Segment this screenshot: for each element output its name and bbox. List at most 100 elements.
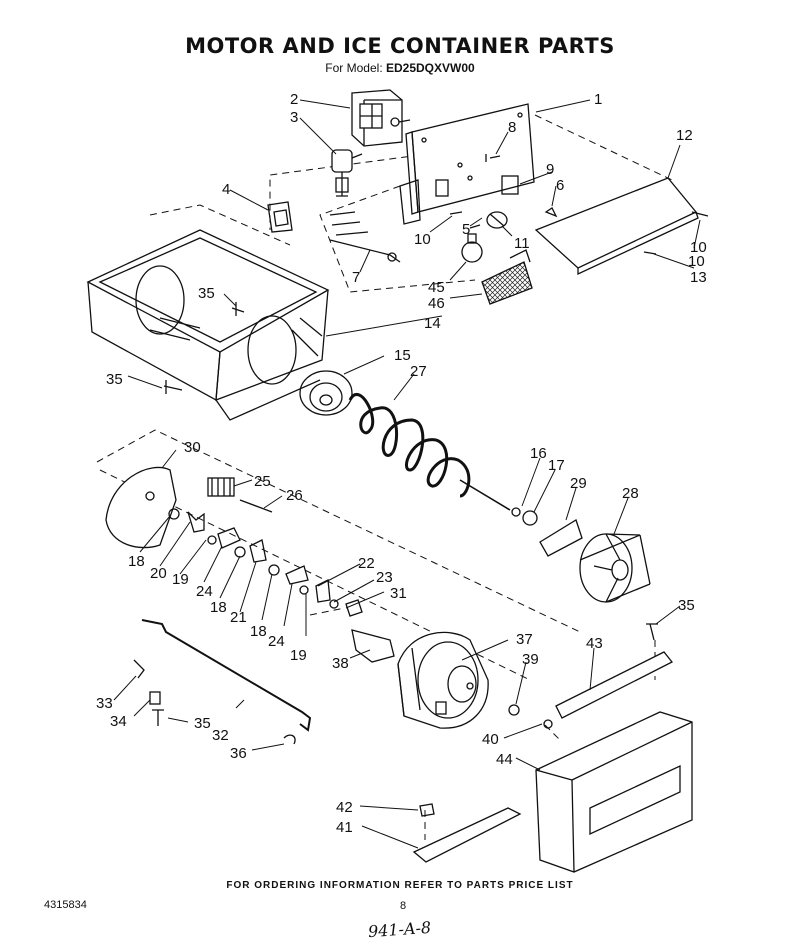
screw-35-left — [163, 380, 183, 394]
callout-label: 28 — [622, 485, 639, 502]
retainer-36 — [283, 734, 296, 745]
model-number: ED25DQXVW00 — [386, 61, 475, 75]
ice-container-part — [86, 229, 330, 421]
drive-motor-part — [397, 631, 489, 729]
bulb-shield-part — [481, 249, 533, 305]
callout-label: 11 — [514, 235, 530, 252]
bushing-34 — [149, 691, 161, 705]
callout-label: 5 — [462, 221, 470, 238]
callout-label: 22 — [358, 555, 375, 572]
screw-hardware — [449, 154, 558, 229]
bearing-part — [299, 370, 353, 416]
clip-42 — [419, 803, 435, 817]
callout-label: 26 — [286, 487, 303, 504]
callout-label: 13 — [690, 269, 707, 286]
callout-label: 4 — [222, 181, 230, 198]
callout-label: 24 — [196, 583, 213, 600]
callout-labels: 1 2 3 4 5 6 7 8 9 10 10 10 11 12 13 14 1… — [96, 91, 707, 836]
callout-label: 44 — [496, 751, 513, 768]
rail-part — [412, 807, 522, 863]
mounting-bracket-part — [399, 103, 535, 225]
callout-label: 9 — [546, 161, 554, 178]
callout-label: 16 — [530, 445, 547, 462]
callout-label: 35 — [198, 285, 215, 302]
callout-label: 31 — [390, 585, 407, 602]
end-plate-part — [105, 466, 177, 549]
callout-label: 15 — [394, 347, 411, 364]
page-title: MOTOR AND ICE CONTAINER PARTS — [185, 34, 615, 58]
callout-label: 30 — [184, 439, 201, 456]
callout-label: 40 — [482, 731, 499, 748]
callout-label: 29 — [570, 475, 587, 492]
callout-label: 36 — [230, 745, 247, 762]
callout-label: 34 — [110, 713, 127, 730]
cover-plate-part — [534, 177, 709, 276]
callout-label: 8 — [508, 119, 516, 136]
housing-cover-part — [535, 711, 693, 873]
actuator-rod-part — [141, 619, 312, 732]
auger-spring-part — [348, 392, 511, 511]
callout-label: 46 — [428, 295, 445, 312]
callout-label: 17 — [548, 457, 565, 474]
callout-label: 45 — [428, 279, 445, 296]
callout-label: 37 — [516, 631, 533, 648]
page-number: 8 — [400, 900, 407, 912]
model-line: For Model: ED25DQXVW00 — [0, 61, 800, 75]
motor-bracket-part — [351, 629, 395, 663]
screw-35-upper — [231, 302, 245, 316]
deflector-part — [555, 651, 674, 719]
crusher-wheel-part — [579, 533, 651, 603]
callout-label: 19 — [172, 571, 189, 588]
callout-label: 1 — [594, 91, 602, 108]
callout-label: 2 — [290, 91, 298, 108]
washer-39 — [508, 704, 520, 716]
callout-label: 35 — [194, 715, 211, 732]
callout-label: 10 — [690, 239, 707, 256]
callout-label: 39 — [522, 651, 539, 668]
clip-part — [267, 201, 293, 233]
callout-label: 14 — [424, 315, 441, 332]
callout-label: 35 — [678, 597, 695, 614]
motor-part — [351, 89, 411, 147]
callout-label: 23 — [376, 569, 393, 586]
callout-label: 21 — [230, 609, 247, 626]
callout-label: 27 — [410, 363, 427, 380]
callout-label: 33 — [96, 695, 113, 712]
ordering-note: FOR ORDERING INFORMATION REFER TO PARTS … — [226, 880, 574, 891]
callout-label: 12 — [676, 127, 693, 144]
callout-label: 38 — [332, 655, 349, 672]
wire-harness-part — [329, 211, 401, 263]
callout-label: 18 — [128, 553, 145, 570]
spring-clip-33 — [133, 659, 145, 679]
document-part-number: 4315834 — [44, 899, 87, 911]
callout-label: 25 — [254, 473, 271, 490]
callout-label: 10 — [688, 253, 705, 270]
light-bulb-part — [461, 233, 483, 263]
connector-part — [207, 477, 273, 513]
callout-label: 10 — [414, 231, 431, 248]
callout-label: 43 — [586, 635, 603, 652]
callout-label: 35 — [106, 371, 123, 388]
solenoid-part — [331, 149, 363, 197]
model-prefix: For Model: — [325, 61, 383, 75]
washer-40 — [543, 719, 553, 729]
callout-label: 19 — [290, 647, 307, 664]
callout-label: 18 — [210, 599, 227, 616]
callout-label: 41 — [336, 819, 353, 836]
callout-label: 20 — [150, 565, 167, 582]
callout-label: 24 — [268, 633, 285, 650]
callout-label: 3 — [290, 109, 298, 126]
leader-lines — [113, 99, 701, 849]
screw-35-lower — [152, 709, 164, 726]
callout-label: 32 — [212, 727, 229, 744]
screw-35-right — [646, 623, 658, 641]
callout-label: 18 — [250, 623, 267, 640]
callout-label: 6 — [556, 177, 564, 194]
callout-label: 7 — [352, 269, 360, 286]
gear-train-parts — [168, 508, 363, 617]
callout-label: 42 — [336, 799, 353, 816]
washer-17 — [522, 510, 538, 526]
washer-16 — [511, 507, 521, 517]
blade-part — [539, 519, 583, 557]
